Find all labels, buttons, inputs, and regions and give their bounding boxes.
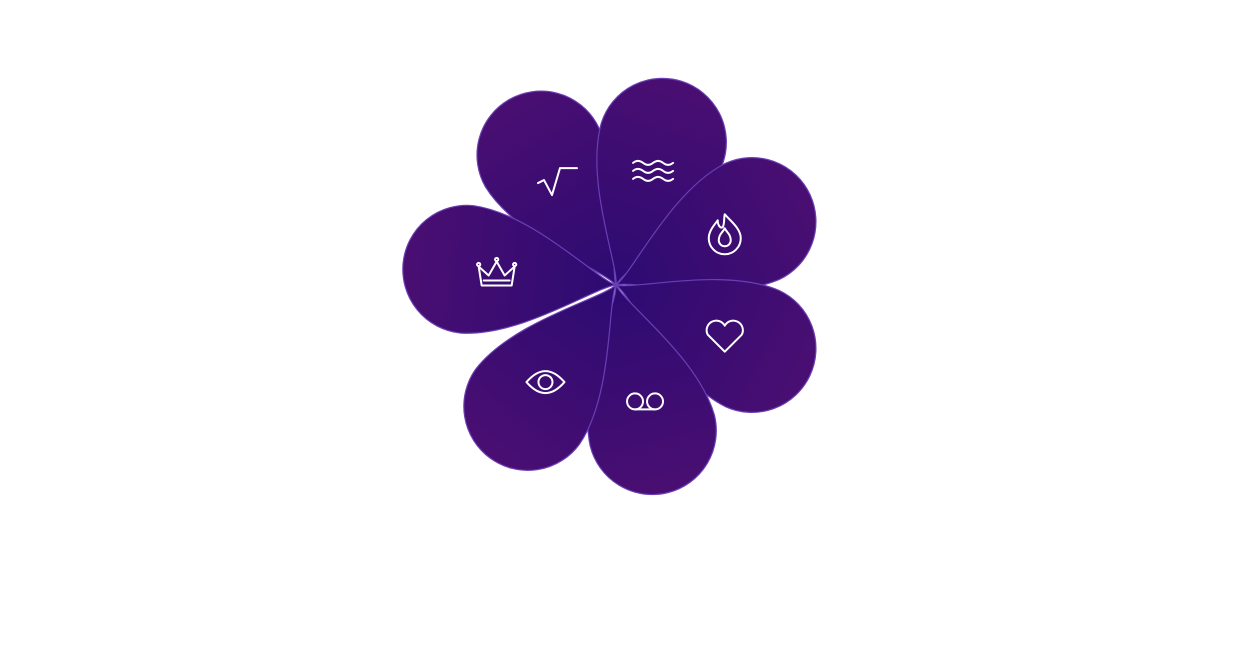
voicemail-icon <box>626 392 665 411</box>
petal-eye[interactable] <box>438 247 667 495</box>
petal-crown[interactable] <box>396 199 622 349</box>
eye-icon <box>525 370 566 395</box>
crown-icon <box>476 256 518 287</box>
petal-shape <box>402 204 617 334</box>
square-root-icon <box>537 167 578 197</box>
waves-icon <box>632 159 675 182</box>
heart-icon <box>705 319 744 353</box>
flame-icon <box>707 213 742 256</box>
petal-voicemail[interactable] <box>554 270 730 509</box>
